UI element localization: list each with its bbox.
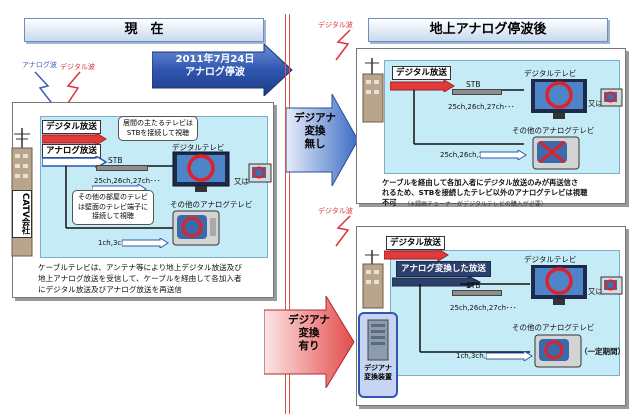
catv-station-label: CATV会社 bbox=[12, 190, 32, 238]
right-bottom-stb-label: STB bbox=[466, 281, 481, 290]
right-bottom-analog-channels: 1ch,3ch,4ch･･･ bbox=[456, 352, 510, 360]
left-stb-label: STB bbox=[108, 156, 123, 165]
right-bottom-analog-tv-icon bbox=[534, 334, 582, 368]
right-top-digital-arrow bbox=[390, 80, 455, 92]
right-top-description: ケーブルを経由して各加入者にデジタル放送のみが再送信さ れるため、STBを接続し… bbox=[382, 178, 588, 207]
right-top-digital-wave: デジタル波 bbox=[318, 21, 353, 29]
left-stb-box bbox=[96, 165, 148, 171]
right-bottom-small-tv-icon bbox=[600, 276, 623, 295]
left-description: ケーブルテレビは、アンテナ等により地上デジタル放送及び 地上アナログ放送を受信し… bbox=[38, 263, 242, 294]
left-bubble-main-tv: 居間の主たるテレビは STBを接続して視聴 bbox=[118, 116, 198, 141]
right-bottom-blue-arrow bbox=[486, 351, 533, 361]
right-bottom-bolt-icon bbox=[335, 215, 351, 247]
divider-line bbox=[285, 14, 290, 414]
wave-bolt-icon bbox=[34, 71, 81, 107]
right-top-digital-tv-icon bbox=[531, 79, 587, 119]
left-digital-tv-icon bbox=[172, 151, 230, 192]
right-top-small-tv-icon bbox=[600, 88, 623, 107]
date-line1: 2011年7月24日 bbox=[175, 54, 255, 65]
left-digital-tv-label: デジタルテレビ bbox=[172, 143, 225, 152]
right-top-note: （※録画チューナーがデジタルテレビの購入が必要） bbox=[404, 201, 547, 208]
with-conversion-arrow bbox=[264, 296, 355, 388]
right-bottom-other-tv-label: その他のアナログテレビ bbox=[512, 323, 595, 332]
right-bottom-analog-converted-label: アナログ変換した放送 bbox=[396, 261, 491, 277]
right-bottom-digital-label: デジタル放送 bbox=[386, 236, 445, 250]
right-bottom-digital-arrow bbox=[384, 249, 449, 261]
date-arrow-text: 2011年7月24日 アナログ停波 bbox=[160, 53, 270, 79]
header-current: 現 在 bbox=[24, 18, 264, 42]
right-bottom-fixed-period: （一定期間） bbox=[580, 347, 625, 356]
right-top-stb-label: STB bbox=[466, 80, 481, 89]
date-arrow bbox=[152, 44, 293, 96]
left-digital-label: デジタル放送 bbox=[42, 120, 101, 134]
right-bottom-digital-wave: デジタル波 bbox=[318, 207, 353, 215]
right-top-bolt-icon bbox=[335, 29, 351, 61]
digital-wave-label: デジタル波 bbox=[60, 63, 95, 71]
analog-wave-label: アナログ波 bbox=[22, 61, 57, 69]
right-top-crossed-tv-icon bbox=[532, 136, 580, 170]
left-digital-arrow bbox=[42, 133, 107, 145]
right-top-digital-tv-label: デジタルテレビ bbox=[524, 69, 577, 78]
with-conversion-label: デジアナ 変換 有り bbox=[288, 314, 330, 352]
right-top-digital-label: デジタル放送 bbox=[392, 66, 451, 80]
left-small-tv-icon bbox=[248, 163, 272, 183]
left-digital-channels: 25ch,26ch,27ch･･･ bbox=[94, 177, 161, 185]
right-bottom-stb-box bbox=[452, 290, 502, 296]
left-analog-tv-icon bbox=[172, 210, 220, 246]
left-other-tv-label: その他のアナログテレビ bbox=[170, 200, 253, 209]
right-bottom-or-label: 又は bbox=[588, 287, 603, 296]
right-top-building-icon bbox=[362, 58, 384, 123]
right-bottom-wiring bbox=[419, 283, 530, 353]
left-bubble-other-rooms: その他の部屋のテレビ は壁面のテレビ端子に 接続して視聴 bbox=[72, 190, 154, 225]
date-line2: アナログ停波 bbox=[185, 67, 245, 78]
converter-device-icon bbox=[367, 319, 389, 361]
left-or-label: 又は bbox=[234, 177, 249, 186]
right-bottom-digital-tv-icon bbox=[531, 265, 587, 305]
right-bottom-digital-tv-label: デジタルテレビ bbox=[524, 255, 577, 264]
converter-label: デジアナ 変換装置 bbox=[364, 364, 392, 381]
right-bottom-dark-arrow bbox=[392, 276, 482, 288]
right-top-or-label: 又は bbox=[588, 99, 603, 108]
right-bottom-building-icon bbox=[362, 250, 384, 309]
header-after: 地上アナログ停波後 bbox=[368, 18, 608, 42]
right-top-blue-arrow bbox=[480, 150, 527, 160]
right-top-other-tv-label: その他のアナログテレビ bbox=[512, 126, 595, 135]
right-top-stb-box bbox=[452, 89, 502, 95]
no-conversion-label: デジアナ 変換 無し bbox=[294, 112, 336, 150]
right-top-channels2: 25ch,26ch,27ch･･･ bbox=[440, 151, 507, 159]
right-bottom-channels: 25ch,26ch,27ch･･･ bbox=[450, 304, 517, 312]
left-blue-arrow-2 bbox=[122, 238, 169, 248]
no-conversion-arrow bbox=[286, 94, 359, 186]
right-top-channels: 25ch,26ch,27ch･･･ bbox=[448, 103, 515, 111]
